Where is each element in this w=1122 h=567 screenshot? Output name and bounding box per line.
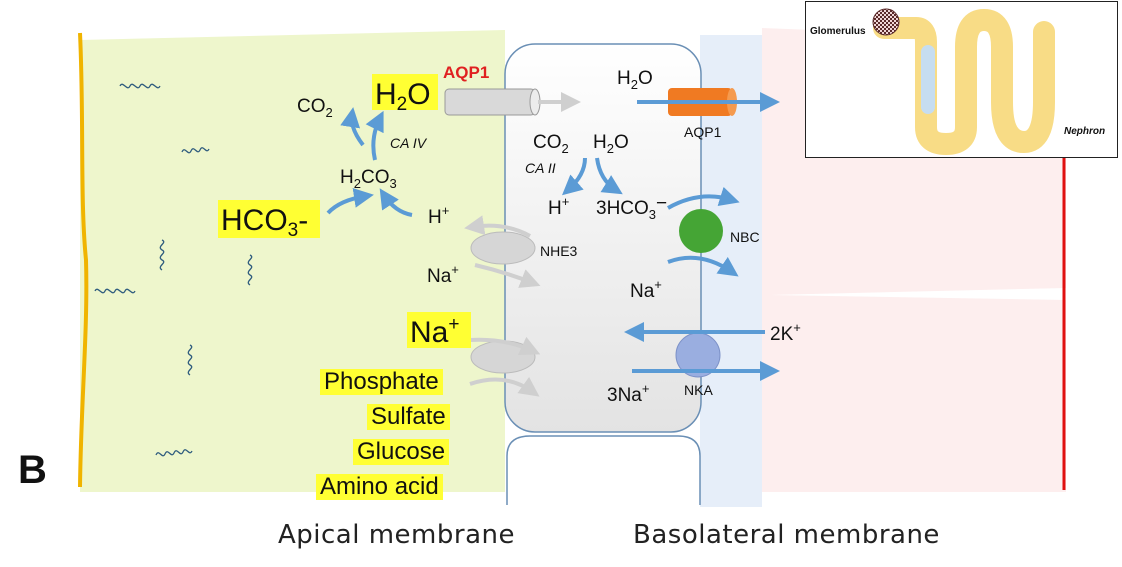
lumen-h2o-label: H2O — [375, 78, 431, 115]
glomerulus-icon — [872, 8, 900, 36]
h-efflux-arrow — [464, 215, 531, 238]
na-influx-arrow — [474, 263, 541, 288]
bicarb-to-h2co3-arrow — [326, 187, 374, 215]
bacterium-icon — [247, 254, 253, 286]
aqp1-apical-channel — [444, 88, 536, 116]
ca4-label: CA IV — [390, 135, 428, 151]
bacterium-icon — [155, 449, 193, 457]
basolateral-membrane-caption: Basolateral membrane — [633, 520, 940, 550]
bacterium-icon — [159, 239, 165, 271]
hco3-highlight — [218, 200, 320, 238]
nephron-inset: Glomerulus Nephron — [805, 1, 1118, 158]
nbc-transporter — [679, 209, 723, 253]
aqp1-basolateral-label: AQP1 — [684, 124, 722, 140]
nbc-label: NBC — [730, 229, 760, 245]
lumen-na-plus-label: Na+ — [427, 262, 459, 287]
h2o-highlight — [372, 74, 438, 110]
solute-label: Sulfate — [367, 404, 450, 430]
h-to-h2co3-arrow — [379, 188, 413, 217]
nephron-drawing: Glomerulus Nephron — [810, 8, 1105, 155]
bacterium-icon — [94, 288, 136, 294]
nhe3-transporter — [470, 231, 536, 265]
cell-h-plus-label: H+ — [548, 194, 569, 219]
ca2-arrow-left — [562, 157, 587, 196]
bacterium-icon — [187, 344, 193, 376]
blood-notch — [770, 288, 1066, 300]
co2-release-arrow — [340, 107, 365, 147]
nbc-upper-arrow — [667, 186, 740, 210]
cell-h2o-label: H2O — [593, 132, 629, 156]
nephron-label: Nephron — [1064, 126, 1105, 137]
lumen-na-big-label: Na+ — [410, 314, 459, 349]
lumen-hco3-label: HCO3- — [221, 204, 308, 241]
apical-membrane-caption: Apical membrane — [278, 520, 515, 550]
glomerulus-label: Glomerulus — [810, 26, 866, 37]
bacterium-icon — [181, 147, 210, 154]
apical-boundary-line — [78, 32, 89, 488]
cell-hco3-label: 3HCO3− — [596, 193, 667, 222]
nbc-lower-arrow — [667, 255, 739, 277]
na-big-highlight — [407, 312, 471, 348]
ca2-label: CA II — [525, 160, 556, 176]
solute-label: Glucose — [353, 439, 450, 465]
cotransport-arrow-lower — [469, 376, 540, 397]
blue-arrows — [326, 92, 780, 381]
bacteria-icons — [94, 83, 253, 457]
neighbor-cell — [506, 435, 701, 505]
three-na-label: 3Na+ — [607, 381, 649, 406]
bacterium-icon — [119, 83, 161, 89]
cell-na-plus-label: Na+ — [630, 277, 662, 302]
aqp1-apical-label: AQP1 — [443, 63, 489, 82]
ca2-arrow-right — [595, 157, 623, 195]
baso-h2o-label: H2O — [617, 68, 653, 92]
nephron-tubule — [873, 9, 1055, 155]
lumen-co2-label: CO2 — [297, 96, 333, 120]
cotransport-arrow-upper — [469, 336, 541, 356]
solute-label: Phosphate — [320, 369, 443, 395]
nka-label: NKA — [684, 382, 713, 398]
lumen-h-plus-label: H+ — [428, 203, 449, 228]
nhe3-label: NHE3 — [540, 243, 578, 259]
panel-label: B — [18, 448, 47, 492]
ca4-arrow — [365, 110, 384, 161]
two-k-label: 2K+ — [770, 320, 801, 345]
solute-label: Amino acid — [316, 474, 443, 500]
cell-co2-label: CO2 — [533, 132, 569, 156]
h2co3-label: H2CO3 — [340, 167, 397, 191]
